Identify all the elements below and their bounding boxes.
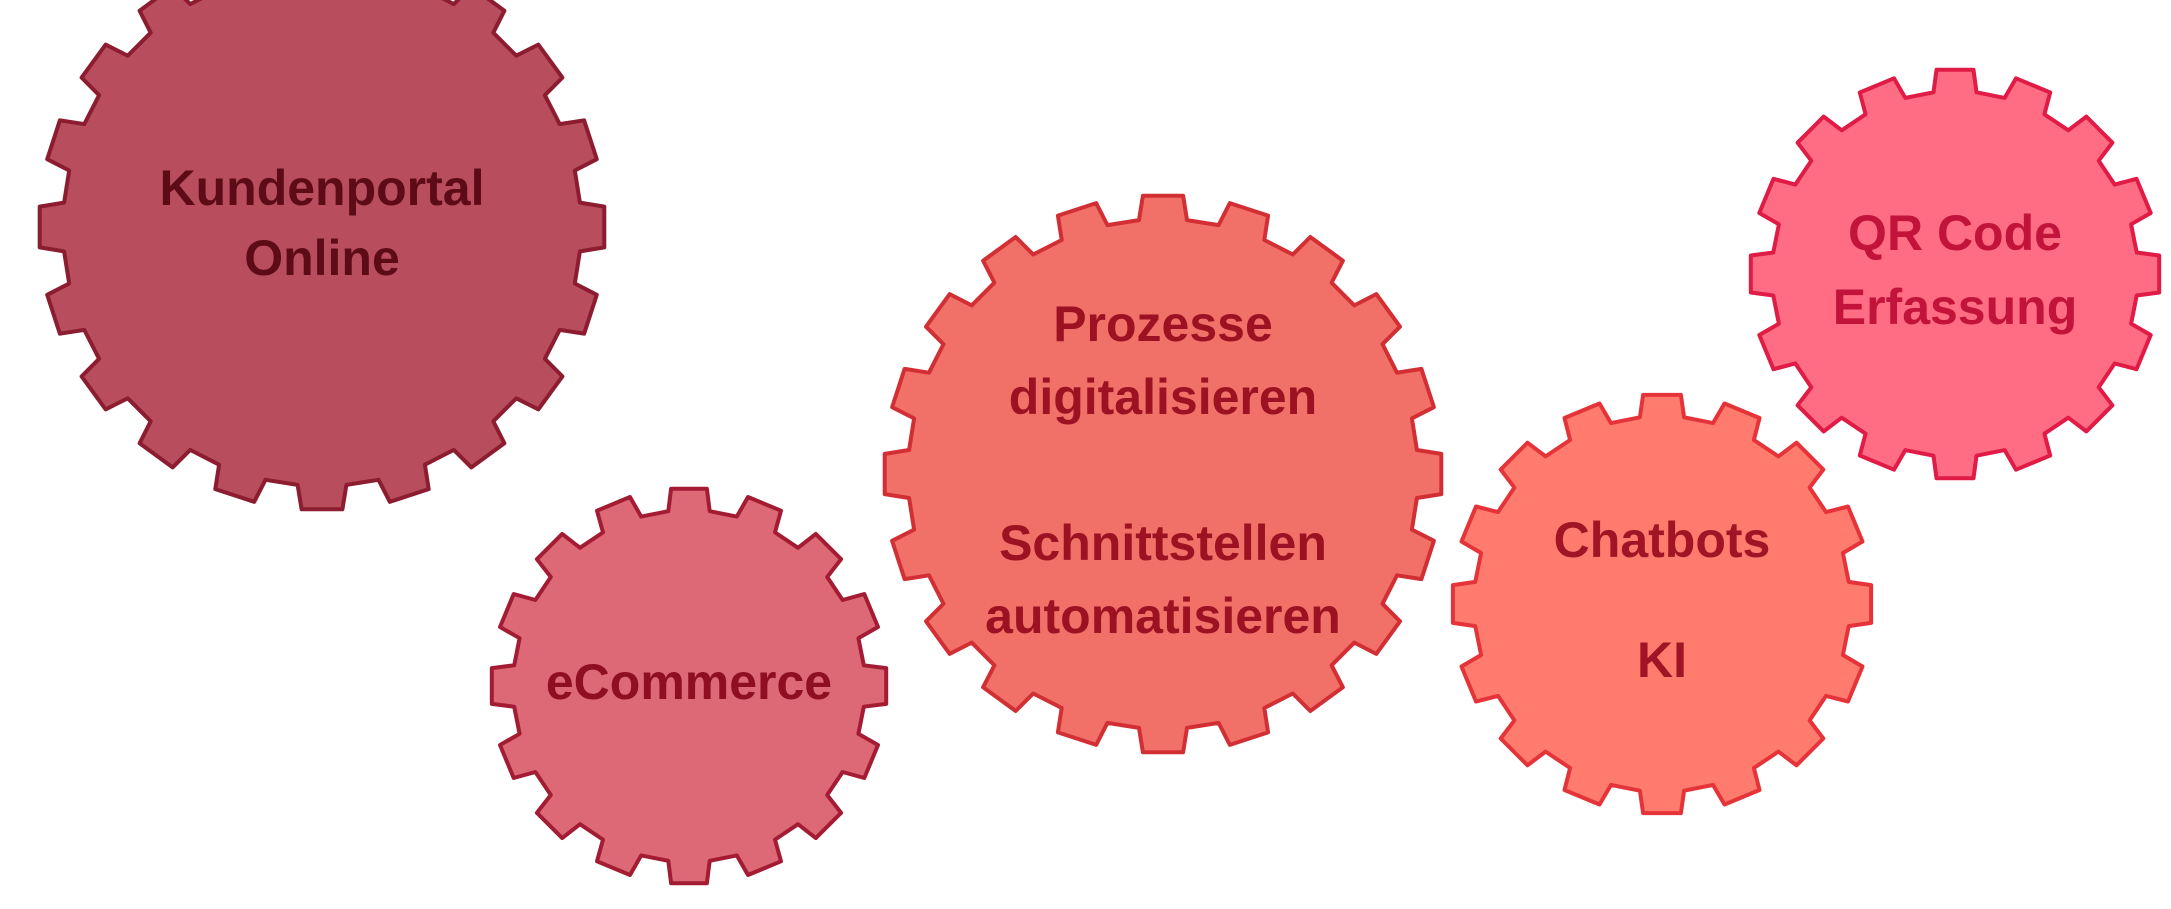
gear-label-chatbots-line-0: Chatbots (1554, 512, 1771, 568)
gear-label-prozesse-line-0: Prozesse (1053, 296, 1273, 352)
gear-label-prozesse-line-3: Schnittstellen (999, 515, 1327, 571)
gear-label-qrcode-line-0: QR Code (1848, 205, 2062, 261)
gear-label-ecommerce-line-0: eCommerce (546, 654, 832, 710)
gear-label-chatbots-line-2: KI (1637, 632, 1687, 688)
gear-label-qrcode-line-1: Erfassung (1833, 279, 2078, 335)
gear-ecommerce: eCommerce (489, 486, 889, 886)
gear-shape-kundenportal (37, 0, 607, 512)
gear-shape-prozesse (882, 193, 1444, 755)
gear-shape-chatbots (1450, 392, 1874, 816)
gear-label-kundenportal-line-1: Online (244, 230, 400, 286)
gear-label-prozesse-line-1: digitalisieren (1009, 369, 1317, 425)
gear-shape-qrcode (1748, 67, 2162, 481)
gear-label-kundenportal-line-0: Kundenportal (160, 160, 485, 216)
gear-shape-ecommerce (489, 486, 889, 886)
gear-label-prozesse-line-4: automatisieren (985, 588, 1341, 644)
